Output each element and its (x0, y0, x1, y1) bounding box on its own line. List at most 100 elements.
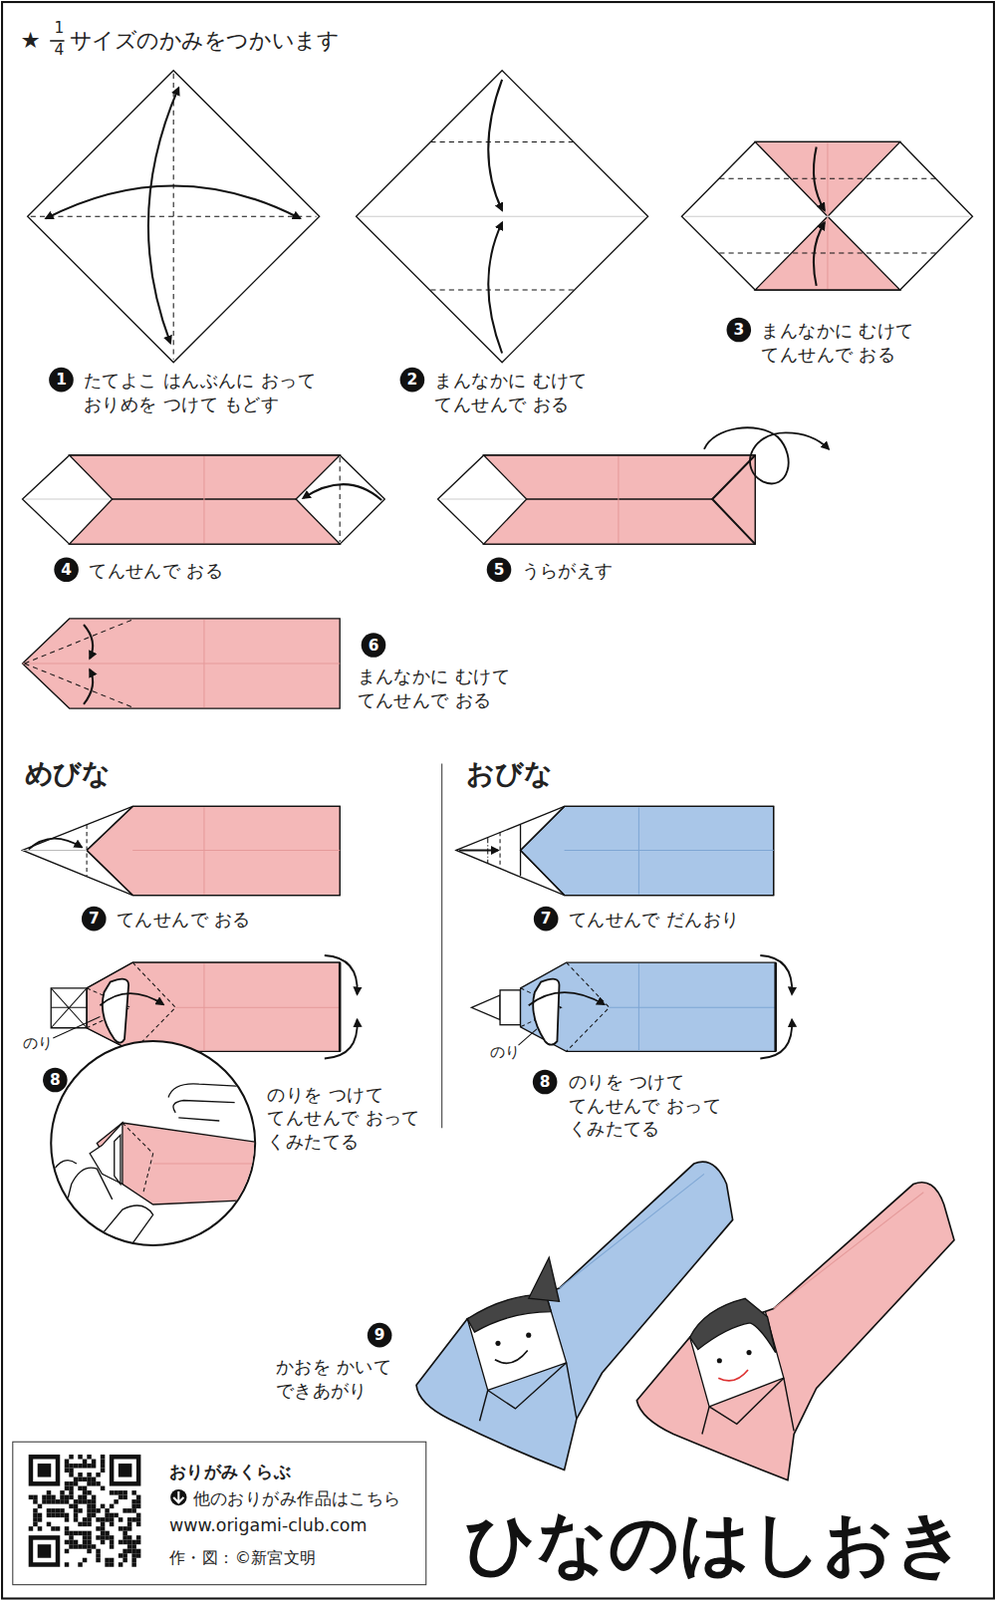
qr-module (73, 1498, 79, 1504)
paper-size-note: サイズのかみをつかいます (69, 27, 339, 55)
qr-module (86, 1530, 92, 1536)
qr-module (91, 1543, 97, 1549)
qr-module (131, 1539, 137, 1545)
qr-module (100, 1468, 106, 1474)
qr-module (46, 1494, 52, 1500)
credit-text: 作・図：©新宮文明 (169, 1545, 317, 1568)
qr-module (122, 1534, 128, 1540)
step-number: 8 (42, 1067, 68, 1093)
qr-module (46, 1512, 52, 1518)
qr-module (73, 1543, 79, 1549)
qr-module (46, 1507, 52, 1513)
qr-module (77, 1561, 83, 1567)
qr-module (122, 1507, 128, 1513)
obina-step8-figure (471, 955, 792, 1058)
qr-module (82, 1539, 88, 1545)
qr-module (86, 1498, 92, 1504)
qr-module (73, 1503, 79, 1509)
step-instruction: たてよこ はんぶんに おって おりめを つけて もどす (83, 368, 334, 416)
qr-module (122, 1557, 128, 1563)
qr-module (77, 1507, 83, 1513)
step-number: 4 (53, 556, 79, 582)
qr-module (77, 1486, 83, 1492)
qr-module (73, 1539, 79, 1545)
qr-module (77, 1463, 83, 1469)
section-heading: おびな (466, 756, 552, 790)
qr-module (86, 1539, 92, 1545)
qr-module (136, 1498, 142, 1504)
qr-module (64, 1498, 70, 1504)
qr-module (127, 1548, 133, 1554)
qr-module (32, 1498, 38, 1504)
qr-module (82, 1557, 88, 1563)
qr-module (100, 1459, 106, 1465)
qr-module (95, 1472, 101, 1478)
qr-module (95, 1481, 101, 1487)
qr-module (82, 1477, 88, 1483)
qr-module (100, 1521, 106, 1527)
qr-module (77, 1543, 83, 1549)
qr-module (68, 1543, 74, 1549)
qr-module (91, 1459, 97, 1465)
qr-module (68, 1534, 74, 1540)
qr-module (100, 1454, 106, 1460)
step-number: 8 (532, 1069, 558, 1095)
qr-module (64, 1548, 70, 1554)
obina-step7-figure (456, 805, 774, 895)
qr-module (55, 1512, 61, 1518)
step-number: 6 (361, 632, 387, 658)
inset-hand-illustration (50, 1040, 265, 1245)
qr-module (68, 1481, 74, 1487)
qr-module (46, 1490, 52, 1495)
qr-module (100, 1463, 106, 1469)
qr-module (64, 1512, 70, 1518)
qr-module (104, 1557, 110, 1563)
step-number-badge (487, 556, 512, 582)
qr-module (32, 1507, 38, 1513)
credit-text: おりがみくらぶ (169, 1460, 291, 1483)
step4-figure (22, 455, 386, 544)
qr-module (64, 1468, 70, 1474)
qr-module (64, 1530, 70, 1536)
qr-module (127, 1525, 133, 1531)
qr-module (104, 1516, 110, 1522)
qr-module (91, 1481, 97, 1487)
qr-module (131, 1552, 137, 1558)
qr-module (100, 1516, 106, 1522)
step5-figure (438, 427, 829, 544)
qr-module (136, 1521, 142, 1527)
qr-module (109, 1490, 115, 1495)
qr-module (86, 1507, 92, 1513)
step-instruction: のりを つけて てんせんで おって くみたてる (568, 1069, 733, 1141)
qr-module (131, 1516, 137, 1522)
qr-module (131, 1557, 137, 1563)
qr-module (95, 1557, 101, 1563)
qr-module (136, 1539, 142, 1545)
credit-text: 他のおりがみ作品はこちら (193, 1488, 402, 1510)
qr-module (127, 1539, 133, 1545)
qr-module (91, 1512, 97, 1518)
qr-module (41, 1498, 47, 1504)
qr-module (136, 1552, 142, 1558)
section-heading: めびな (24, 756, 111, 790)
qr-module (77, 1454, 83, 1460)
qr-module (50, 1512, 56, 1518)
qr-module (86, 1521, 92, 1527)
qr-module (50, 1498, 56, 1504)
part-label: のり (22, 1033, 54, 1052)
step1-figure (27, 70, 320, 363)
step-number-badge (367, 1322, 393, 1348)
qr-module (55, 1525, 61, 1531)
qr-module (86, 1490, 92, 1495)
qr-module (136, 1512, 142, 1518)
qr-module (127, 1521, 133, 1527)
step-number-badge (533, 906, 559, 932)
qr-module (86, 1481, 92, 1487)
qr-module (77, 1494, 83, 1500)
qr-module (91, 1507, 97, 1513)
qr-finder (37, 1543, 52, 1558)
step-instruction: のりを つけて てんせんで おって くみたてる (266, 1081, 431, 1153)
qr-module (122, 1539, 128, 1545)
qr-module (64, 1459, 70, 1465)
qr-module (113, 1498, 119, 1504)
